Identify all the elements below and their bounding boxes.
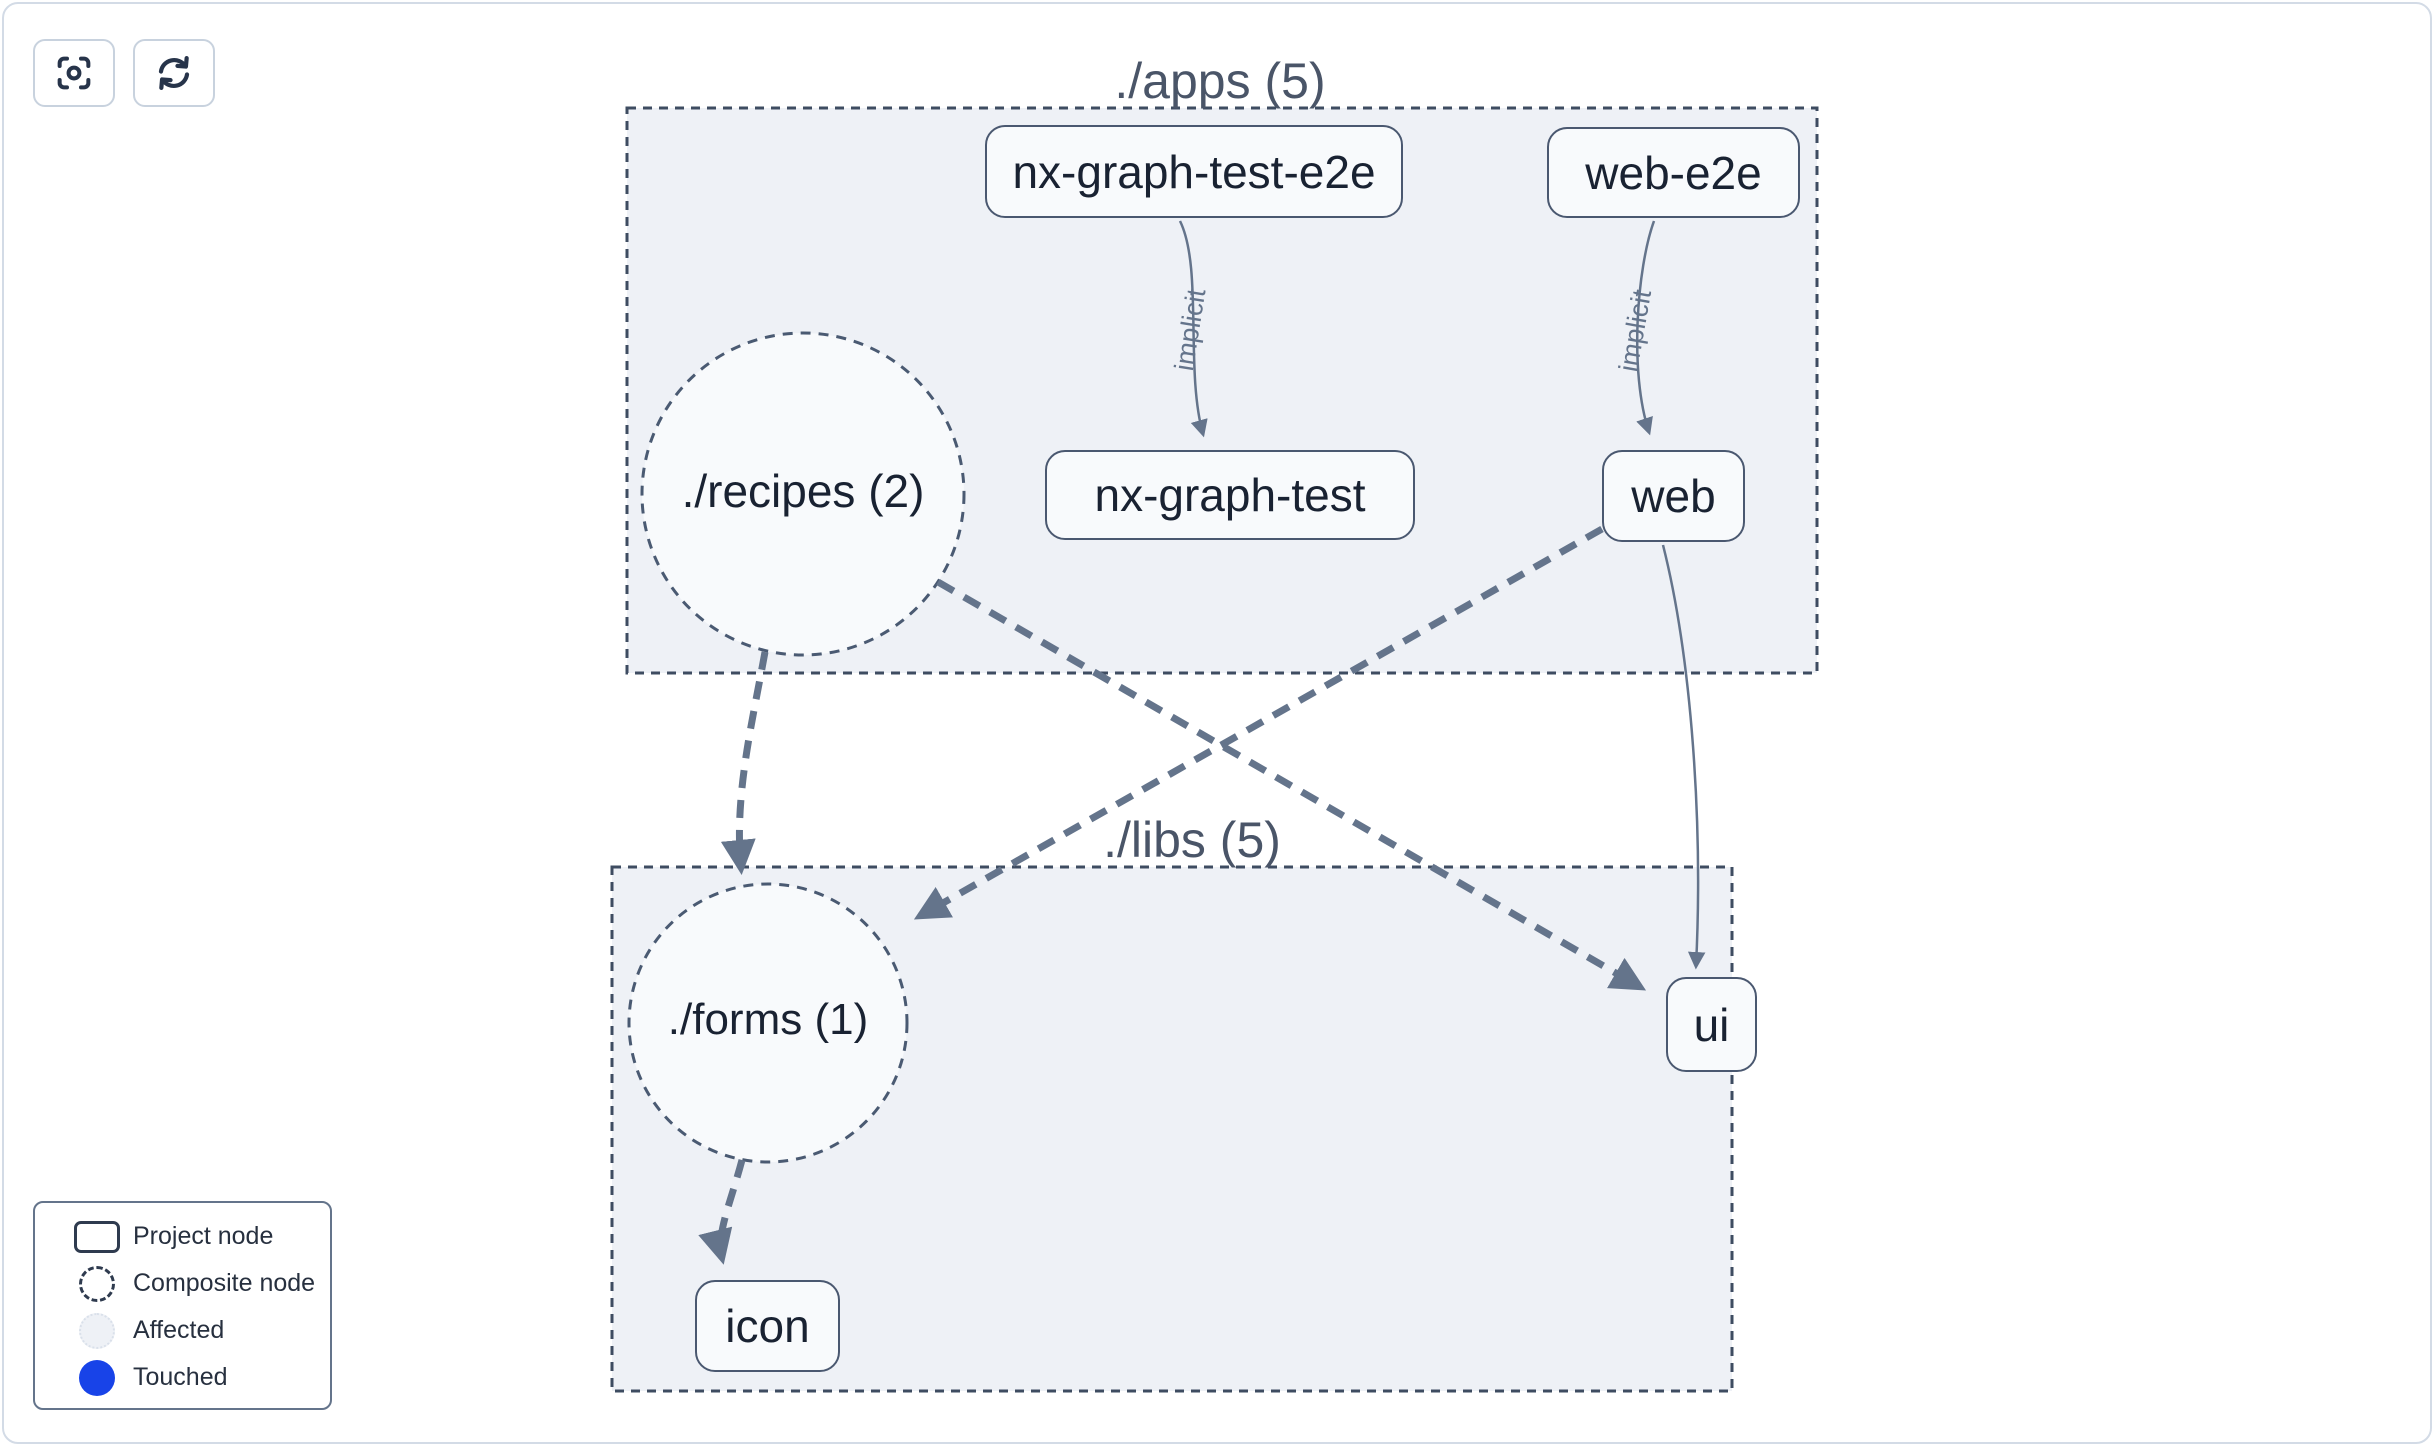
- composite-node-swatch-icon: [79, 1265, 115, 1302]
- node-icon[interactable]: icon: [695, 1280, 840, 1372]
- node-nx-graph-test[interactable]: nx-graph-test: [1045, 450, 1415, 540]
- edge-recipes-to-ui: [936, 578, 1647, 991]
- focus-button[interactable]: [33, 39, 115, 107]
- refresh-button[interactable]: [133, 39, 215, 107]
- legend-item-touched: Touched: [61, 1354, 330, 1401]
- legend: Project node Composite node Affected Tou…: [33, 1201, 332, 1410]
- composite-node-recipes-circle[interactable]: [640, 331, 966, 657]
- legend-label: Touched: [133, 1363, 228, 1391]
- legend-label: Affected: [133, 1316, 225, 1344]
- edge-recipes-to-forms: [720, 651, 769, 875]
- legend-label: Project node: [133, 1222, 274, 1250]
- edge-web-e2e-to-web: [1635, 220, 1656, 436]
- edge-web-to-forms: [913, 525, 1604, 920]
- refresh-icon: [158, 56, 190, 90]
- legend-item-project-node: Project node: [61, 1213, 330, 1260]
- touched-swatch-icon: [79, 1359, 115, 1396]
- group-label-apps: ./apps (5): [1114, 53, 1326, 109]
- edge-web-to-ui: [1661, 544, 1706, 970]
- node-web-e2e[interactable]: web-e2e: [1547, 127, 1800, 218]
- legend-label: Composite node: [133, 1269, 316, 1297]
- edge-forms-to-icon: [698, 1159, 746, 1265]
- composite-node-forms-circle[interactable]: [627, 882, 909, 1164]
- composite-node-recipes-label: ./recipes (2): [681, 465, 925, 517]
- scan-focus-icon: [57, 56, 91, 90]
- legend-item-affected: Affected: [61, 1307, 330, 1354]
- group-label-libs: ./libs (5): [1103, 812, 1281, 868]
- node-ui[interactable]: ui: [1666, 977, 1757, 1072]
- edge-nx-graph-test-e2e-to-nx-graph-test: [1178, 220, 1208, 438]
- composite-node-forms-label: ./forms (1): [667, 995, 869, 1044]
- node-web[interactable]: web: [1602, 450, 1745, 542]
- legend-item-composite-node: Composite node: [61, 1260, 330, 1307]
- node-nx-graph-test-e2e[interactable]: nx-graph-test-e2e: [985, 125, 1403, 218]
- project-node-swatch-icon: [74, 1220, 120, 1253]
- affected-swatch-icon: [79, 1312, 115, 1349]
